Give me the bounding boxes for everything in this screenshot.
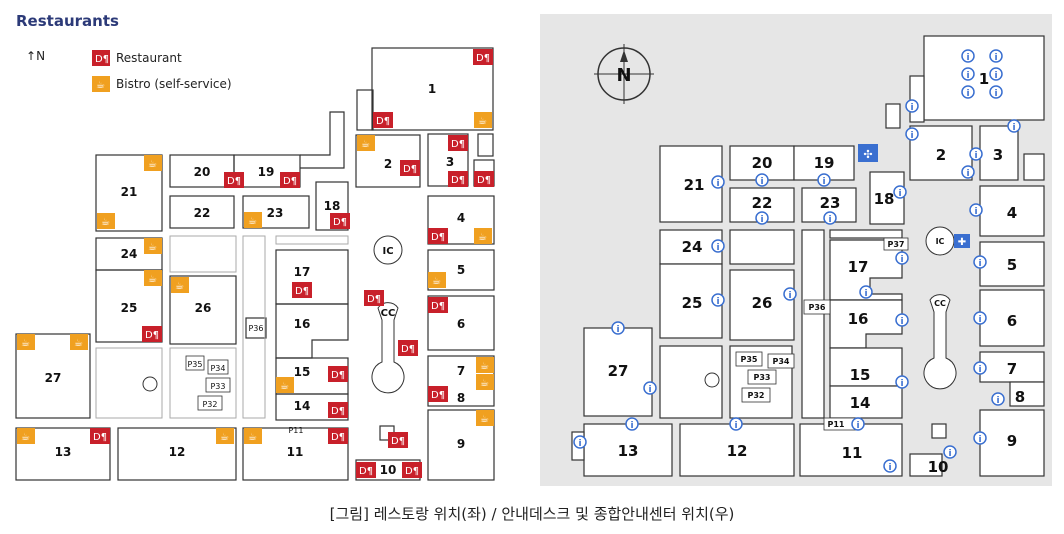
ic-label: IC [936,237,945,246]
p34-label: P34 [210,364,225,373]
hall-label: 26 [752,294,773,312]
p33-label: P33 [210,382,225,391]
p37-label: P37 [888,240,905,249]
north-label: N [36,49,46,63]
hall-label: 13 [618,442,639,460]
p35-label: P35 [741,355,758,364]
hall-label: 2 [936,146,946,164]
restaurant-icon [90,49,494,478]
p11-label: P11 [288,426,303,435]
north-indicator: ↑N [26,49,45,63]
hall-label: 18 [874,190,895,208]
p35-label: P35 [187,360,202,369]
hall-label: 17 [294,265,311,279]
hall-label: 11 [842,444,863,462]
hall-label: 5 [1007,256,1017,274]
hall-label: 4 [1007,204,1017,222]
bistro-icon: ☕ [92,76,110,92]
hall-label: 25 [121,301,138,315]
hall-label: 1 [428,82,436,96]
p36-label: P36 [248,324,263,333]
legend-restaurant: D¶ Restaurant [92,50,182,66]
hall-label: 23 [267,206,284,220]
info-center-icon: ✚ [954,234,970,248]
hall-label: 6 [457,317,465,331]
map-title: Restaurants [16,12,119,30]
hall-label: 14 [294,399,311,413]
compass-north-label: N [616,65,631,86]
hall-label: 7 [1007,360,1017,378]
hall-label: 22 [752,194,773,212]
hall-label: 19 [814,154,835,172]
hall-label: 12 [727,442,748,460]
hall-label: 10 [928,458,949,476]
figure-caption: [그림] 레스토랑 위치(좌) / 안내데스크 및 종합안내센터 위치(우) [329,505,735,523]
hall-label: 24 [121,247,138,261]
compass-icon: N [594,44,654,104]
hall-label: 8 [1015,388,1025,406]
hall-label: 7 [457,364,465,378]
hall-label: 21 [121,185,138,199]
legend-bistro: ☕ Bistro (self-service) [92,76,232,92]
hall-label: 6 [1007,312,1017,330]
hall-label: 8 [457,391,465,405]
hall-label: 26 [195,301,212,315]
hall-label: 15 [294,365,311,379]
svg-text:☕: ☕ [96,80,105,91]
hall-label: 3 [993,146,1003,164]
hall-label: 13 [55,445,72,459]
svg-text:✣: ✣ [863,148,872,161]
hall-label: 3 [446,155,454,169]
hall-label: 16 [294,317,311,331]
hall-label: 15 [850,366,871,384]
p34-label: P34 [773,357,790,366]
hall-label: 5 [457,263,465,277]
svg-text:D¶: D¶ [95,54,109,65]
hall-label: 16 [848,310,869,328]
hall-label: 23 [820,194,841,212]
hall-label: 4 [457,211,465,225]
cc-label: CC [934,299,946,308]
hall-label: 20 [194,165,211,179]
hall-label: 1 [979,70,989,88]
hall-label: 18 [324,199,341,213]
p33-label: P33 [754,373,771,382]
p11-label: P11 [828,420,845,429]
hall-label: 19 [258,165,275,179]
elevator-icon: ✣ [858,144,878,162]
legend-label: Restaurant [116,51,182,65]
legend-label: Bistro (self-service) [116,77,232,91]
svg-text:✚: ✚ [958,237,966,248]
cc-label: CC [381,308,396,319]
hall-label: 10 [380,463,397,477]
north-arrow-icon: ↑ [26,49,37,63]
hall-label: 2 [384,157,392,171]
hall-label: 9 [1007,432,1017,450]
p32-label: P32 [748,391,765,400]
hall-label: 21 [684,176,705,194]
restaurant-icon: D¶ [92,50,110,66]
hall-label: 14 [850,394,871,412]
p32-label: P32 [202,400,217,409]
info-desk-map: i N [540,14,1052,486]
hall-label: 22 [194,206,211,220]
p36-label: P36 [809,303,826,312]
hall-label: 9 [457,437,465,451]
hall-label: 20 [752,154,773,172]
ic-label: IC [382,246,393,257]
hall-label: 11 [287,445,304,459]
hall-label: 12 [169,445,186,459]
hall-label: 27 [45,371,62,385]
hall-label: 17 [848,258,869,276]
bistro-icon [17,112,494,444]
restaurant-map: D¶ ☕ [15,47,495,481]
hall-label: 27 [608,362,629,380]
hall-label: 24 [682,238,703,256]
hall-label: 25 [682,294,703,312]
